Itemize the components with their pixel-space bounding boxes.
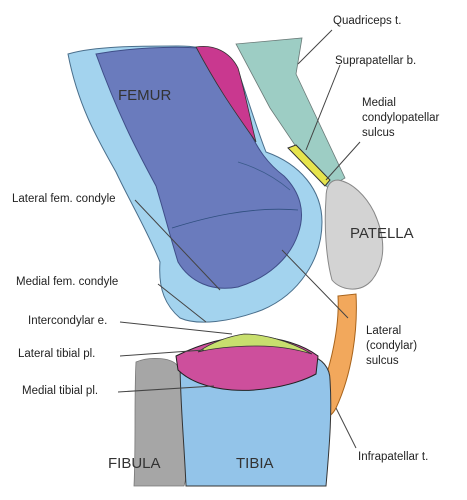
- lateral-sulcus-label-3: sulcus: [366, 355, 399, 367]
- medial-condylopatellar-line: [237, 161, 291, 191]
- medial-condylopatellar-label-2: condylopatellar: [362, 112, 440, 124]
- lateral-fem-condyle-leader: [134, 199, 221, 291]
- medial-tibial-leader: [117, 385, 215, 393]
- lateral-sulcus-label-2: (condylar): [366, 340, 417, 352]
- lateral-sulcus-leader: [281, 249, 349, 319]
- femur-label: FEMUR: [118, 87, 171, 104]
- lateral-fem-condyle-label: Lateral fem. condyle: [12, 193, 116, 205]
- suprapatellar-label: Suprapatellar b.: [335, 55, 416, 67]
- medial-condylopatellar-label-1: Medial: [362, 97, 396, 109]
- tibial-plateau-lateral: [197, 333, 313, 355]
- tibia-label: TIBIA: [236, 455, 274, 472]
- quadriceps-leader: [297, 29, 333, 65]
- medial-condylopatellar-leader: [325, 141, 361, 181]
- medial-tibial-label: Medial tibial pl.: [22, 385, 98, 397]
- medial-condylopatellar-label-3: sulcus: [362, 127, 395, 139]
- suprapatellar-leader: [305, 64, 341, 151]
- femur-magenta-region: [195, 45, 257, 143]
- infrapatellar-leader: [335, 407, 357, 449]
- medial-fem-condyle-leader: [157, 283, 207, 323]
- intercondylar-leader: [119, 321, 233, 335]
- lateral-tibial-leader: [119, 349, 205, 357]
- condyle-line: [171, 208, 299, 229]
- patella: [324, 179, 384, 290]
- intercondylar-label: Intercondylar e.: [28, 315, 107, 327]
- medial-fem-condyle-label: Medial fem. condyle: [16, 276, 118, 288]
- infrapatellar-label: Infrapatellar t.: [358, 451, 428, 463]
- patella-label: PATELLA: [350, 225, 414, 242]
- lateral-sulcus-label-1: Lateral: [366, 325, 401, 337]
- quadriceps-label: Quadriceps t.: [333, 15, 401, 27]
- lateral-tibial-label: Lateral tibial pl.: [18, 348, 95, 360]
- fibula-label: FIBULA: [108, 455, 161, 472]
- suprapatellar-bursa: [287, 144, 331, 187]
